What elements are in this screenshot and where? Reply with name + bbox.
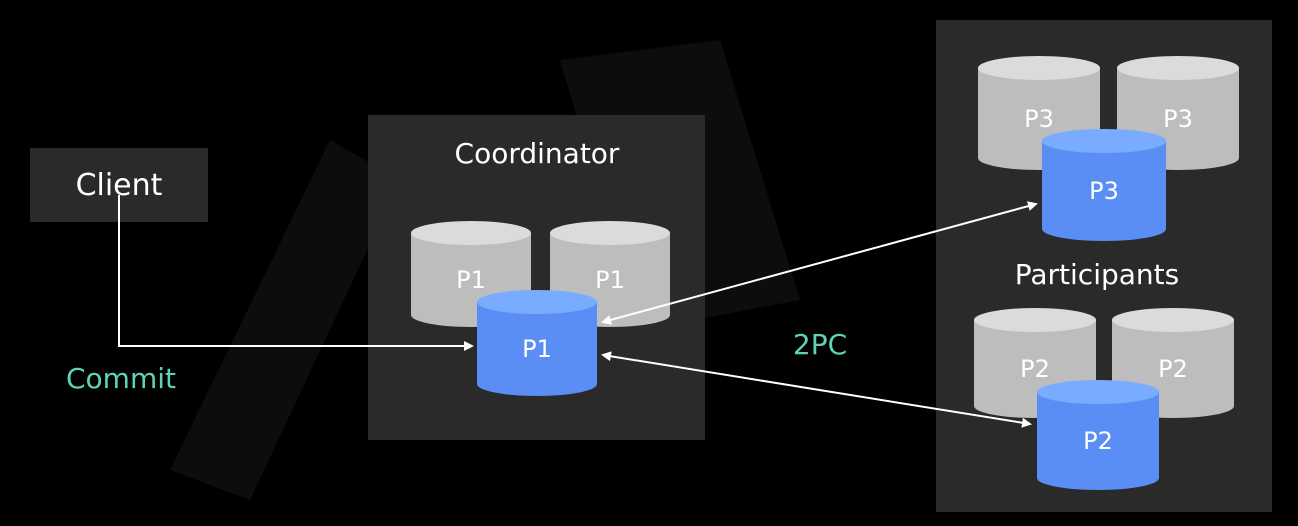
- participant-1-replica-3-lid: [1042, 129, 1166, 153]
- coordinator-replica-2-label: P1: [595, 266, 625, 294]
- participant-2-replica-3-body: [1037, 392, 1159, 490]
- participant-2-replica-3-lid: [1037, 380, 1159, 404]
- participant-2-replica-3[interactable]: P2: [1037, 380, 1159, 490]
- commit-arrow: [118, 195, 474, 351]
- participant-1-replica-2-label: P3: [1163, 105, 1193, 133]
- participant-1-replica-3[interactable]: P3: [1042, 129, 1166, 241]
- twopc-arrow-p3: [601, 201, 1038, 325]
- participant-1-replica-1-label: P3: [1024, 105, 1054, 133]
- participant-2-replica-2-lid: [1112, 308, 1234, 332]
- participants-title: Participants: [1015, 258, 1179, 291]
- participant-1-replica-2-lid: [1117, 56, 1239, 80]
- participant-1-replica-1-lid: [978, 56, 1100, 80]
- participant-2-replica-3-label: P2: [1083, 427, 1113, 455]
- coordinator-replica-3-lid: [477, 290, 597, 314]
- coordinator-title: Coordinator: [455, 137, 620, 170]
- coordinator-replica-1-lid: [411, 221, 531, 245]
- participant-1-replica-3-label: P3: [1089, 177, 1119, 205]
- commit-label: Commit: [66, 362, 176, 395]
- participant-2-replica-1-lid: [974, 308, 1096, 332]
- participant-1-replica-3-body: [1042, 141, 1166, 241]
- coordinator-replica-1-label: P1: [456, 266, 486, 294]
- twopc-arrow-p2: [601, 351, 1032, 428]
- coordinator-replica-3-body: [477, 302, 597, 396]
- coordinator-replica-3-label: P1: [522, 335, 552, 363]
- participant-2-replica-2-label: P2: [1158, 355, 1188, 383]
- coordinator-replica-3[interactable]: P1: [477, 290, 597, 396]
- coordinator-replica-2-lid: [550, 221, 670, 245]
- participant-2-replica-1-label: P2: [1020, 355, 1050, 383]
- twopc-label: 2PC: [793, 328, 847, 361]
